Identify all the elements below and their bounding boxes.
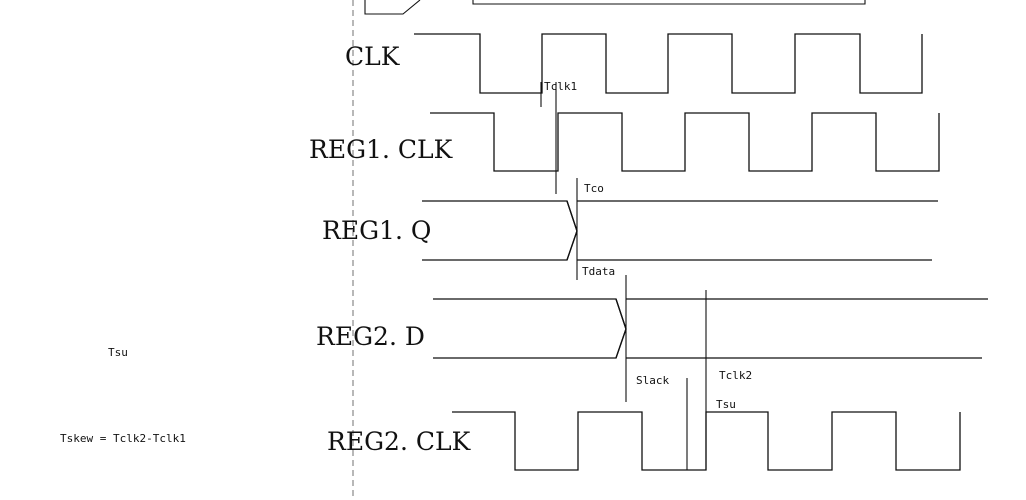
annotation-tdata: Tdata xyxy=(582,265,615,278)
annotation-slack: Slack xyxy=(636,374,669,387)
label-reg1-clk: REG1. CLK xyxy=(309,135,454,164)
label-clk: CLK xyxy=(345,42,401,71)
wave-reg1-clk xyxy=(430,112,940,172)
wave-clk xyxy=(414,33,923,94)
annotation-tskew: Tskew = Tclk2-Tclk1 xyxy=(60,432,186,445)
annotation-tclk2: Tclk2 xyxy=(719,369,752,382)
annotation-tsu-left: Tsu xyxy=(108,346,128,359)
wave-reg2-clk xyxy=(452,411,961,471)
wave-reg1-q-high xyxy=(422,200,578,261)
label-reg1-q: REG1. Q xyxy=(322,216,431,245)
annotation-tclk1: Tclk1 xyxy=(544,80,577,93)
top-block-arrow xyxy=(364,0,421,15)
wave-reg2-d-low xyxy=(433,298,627,359)
top-block-bar xyxy=(472,0,866,5)
label-reg2-clk: REG2. CLK xyxy=(327,427,472,456)
annotation-tsu-wave: Tsu xyxy=(716,398,736,411)
wave-reg2-d-high xyxy=(433,298,627,359)
wave-reg1-q-low xyxy=(422,200,578,261)
annotation-tco: Tco xyxy=(584,182,604,195)
label-reg2-d: REG2. D xyxy=(316,322,425,351)
